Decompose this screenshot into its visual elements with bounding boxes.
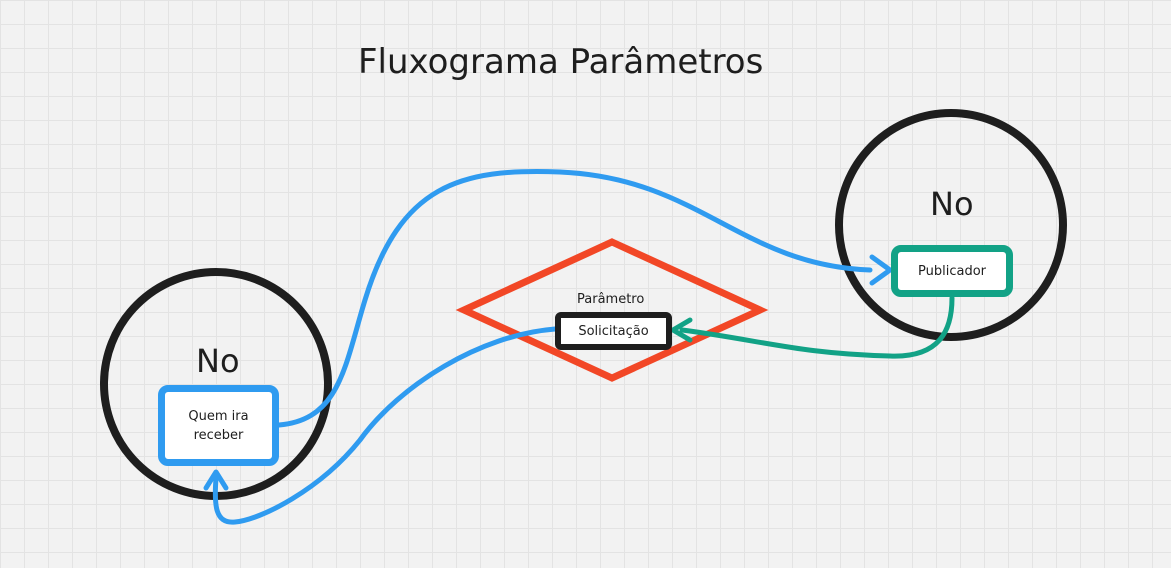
arrowhead-receiver [203,469,229,491]
receiver-box[interactable]: Quem ira receber [158,385,279,466]
connector-request-to-receiver[interactable] [212,326,558,525]
arrowhead-publisher [869,254,893,286]
parameter-label: Parâmetro [577,292,645,307]
request-box[interactable]: Solicitação [555,312,672,350]
right-node-circle[interactable] [835,109,1067,341]
right-node-label: No [930,185,974,223]
parameter-diamond[interactable] [455,238,769,382]
publisher-box-text: Publicador [918,263,986,279]
request-box-text: Solicitação [578,323,649,339]
connector-publisher-to-request[interactable] [679,295,955,359]
receiver-box-text: Quem ira receber [188,408,249,443]
left-node-label: No [196,342,240,380]
publisher-box[interactable]: Publicador [891,245,1013,297]
connector-receiver-to-publisher[interactable] [276,169,873,428]
arrowhead-request [670,317,693,343]
diagram-title: Fluxograma Parâmetros [358,42,764,82]
